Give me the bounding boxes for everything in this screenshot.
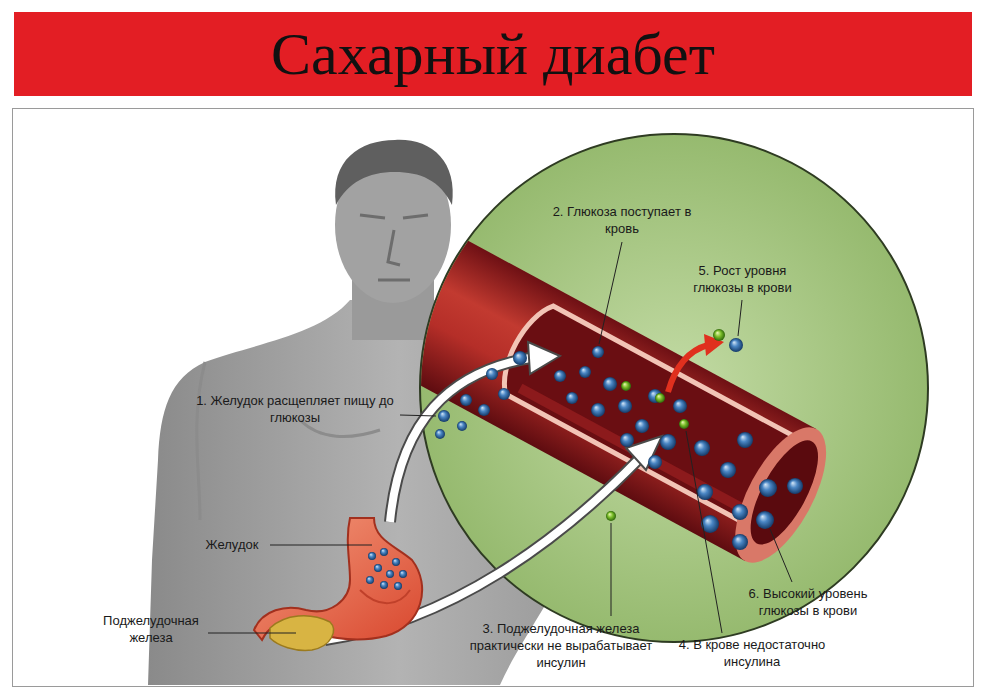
leader-lines (208, 242, 792, 633)
illustration-part (673, 399, 687, 413)
label-holder: 1. Желудок расщепляет пищу до глюкозы (195, 392, 395, 426)
illustration-part (498, 388, 510, 400)
illustration-part (208, 633, 296, 634)
callout-label: 2. Глюкоза поступает в кровь (547, 203, 697, 237)
illustration-part (717, 414, 845, 576)
illustration-part (366, 576, 374, 584)
illustration-part (737, 431, 831, 554)
illustration-part (392, 558, 400, 566)
illustration-part (603, 377, 617, 391)
label-holder: Поджелудочная железа (95, 612, 207, 646)
illustration-part (738, 300, 742, 336)
callout-label: Поджелудочная железа (95, 612, 207, 646)
illustration-part (400, 415, 436, 416)
illustration-part (732, 504, 748, 520)
title-text: Сахарный диабет (271, 24, 715, 84)
illustration-part (668, 345, 708, 392)
illustration-part (457, 421, 467, 431)
illustration-part (694, 440, 710, 456)
label-holder: Желудок (196, 536, 268, 553)
glucose-dots (435, 351, 527, 439)
illustration-part (591, 403, 605, 417)
illustration-part (390, 358, 530, 522)
illustration-part (386, 570, 394, 578)
illustration-part (660, 434, 676, 450)
illustration-part (713, 329, 725, 341)
illustration-part (655, 393, 665, 403)
illustration-part (335, 140, 453, 205)
callout-label: 5. Рост уровня глюкозы в крови (680, 262, 805, 296)
illustration-part (756, 511, 774, 529)
illustration-part (279, 177, 845, 576)
illustration-part (528, 342, 560, 374)
callout-label: 1. Желудок расщепляет пищу до глюкозы (195, 392, 395, 426)
illustration-part (787, 478, 803, 494)
title-band: Сахарный диабет (14, 12, 972, 96)
callout-label: 6. Высокий уровень глюкозы в крови (738, 585, 878, 619)
label-holder: 3. Поджелудочная железа практически не в… (461, 620, 661, 671)
illustration-part (621, 381, 631, 391)
callout-label: Желудок (196, 536, 268, 553)
label-holder: 5. Рост уровня глюкозы в крови (680, 262, 805, 296)
illustration-part (729, 338, 743, 352)
illustration-part (592, 346, 604, 358)
illustration-part (460, 394, 472, 406)
illustration-part (606, 511, 616, 521)
illustration-part (374, 564, 382, 572)
illustration-part (599, 242, 622, 344)
illustration-part (435, 429, 445, 439)
label-holder: 4. В крове недостаточно инсулина (666, 636, 838, 670)
illustration-part (380, 548, 388, 556)
illustration-part (648, 455, 662, 469)
illustration-part (520, 388, 758, 516)
illustration-part (554, 370, 566, 382)
callout-label: 3. Поджелудочная железа практически не в… (461, 620, 661, 671)
illustration-part (197, 362, 380, 520)
illustration-part (438, 410, 450, 422)
illustration-part (486, 368, 498, 380)
label-holder: 2. Глюкоза поступает в кровь (547, 203, 697, 237)
callout-label: 4. В крове недостаточно инсулина (666, 636, 838, 670)
illustration-part (394, 582, 402, 590)
illustration-part (360, 215, 428, 280)
illustration-part (611, 523, 612, 616)
illustration-part (697, 484, 713, 500)
illustration-part (279, 177, 817, 561)
illustration-part (478, 404, 490, 416)
glucose-dots (366, 548, 407, 590)
panel-frame (13, 109, 974, 687)
illustration-part (368, 552, 376, 560)
glucose-dots (554, 329, 803, 550)
illustration-part (732, 534, 748, 550)
illustration-part (399, 570, 407, 578)
illustration-part (566, 392, 578, 404)
rise-arrow (668, 334, 724, 392)
illustration-part (686, 431, 722, 633)
illustration-part (513, 351, 527, 365)
illustration-part (270, 545, 372, 546)
label-holder: 6. Высокий уровень глюкозы в крови (738, 585, 878, 619)
illustration-part (635, 419, 649, 433)
illustration-part (579, 366, 591, 378)
blood-vessel (279, 177, 845, 576)
illustration-part (770, 529, 792, 582)
illustration-part (360, 590, 410, 603)
illustration-part (618, 399, 632, 413)
illustration-part (620, 433, 634, 447)
illustration-part (720, 462, 736, 478)
illustration-part (759, 479, 777, 497)
illustration-part (679, 419, 689, 429)
illustration-part (390, 358, 530, 522)
illustration-part (380, 581, 388, 589)
illustration-part (737, 432, 753, 448)
